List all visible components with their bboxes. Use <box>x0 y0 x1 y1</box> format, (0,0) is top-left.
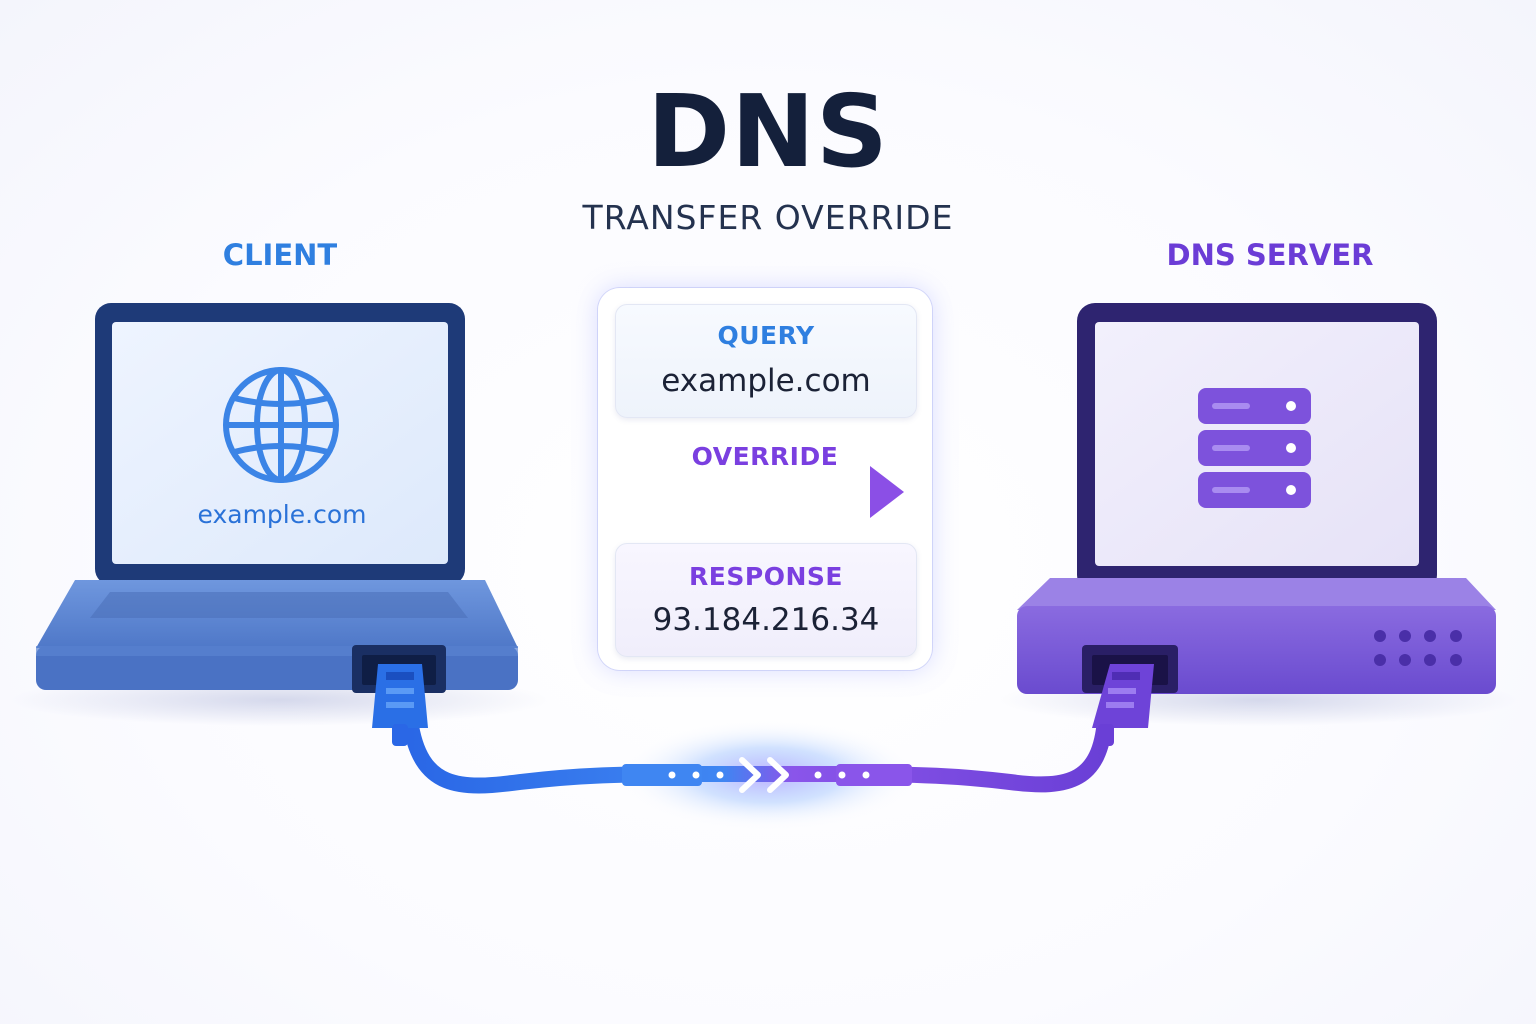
ethernet-plug-icon <box>372 664 428 746</box>
dns-server-label: DNS SERVER <box>1166 238 1374 272</box>
globe-icon <box>223 367 339 483</box>
cable-sleeve-left <box>622 764 702 786</box>
server-vent-dots <box>1374 630 1462 666</box>
response-value: 93.184.216.34 <box>652 602 880 638</box>
response-card: RESPONSE 93.184.216.34 <box>615 543 917 657</box>
override-label: OVERRIDE <box>691 442 839 471</box>
server-ethernet-plug-icon <box>1092 664 1154 746</box>
query-value: example.com <box>661 363 871 399</box>
page-subtitle: TRANSFER OVERRIDE <box>582 198 954 237</box>
client-laptop <box>36 303 518 693</box>
chevrons-icon <box>739 757 789 793</box>
page-title: DNS <box>647 73 889 190</box>
query-heading: QUERY <box>717 321 815 350</box>
response-heading: RESPONSE <box>689 562 843 591</box>
query-card: QUERY example.com <box>615 304 917 418</box>
client-screen-url: example.com <box>197 500 367 529</box>
client-label: CLIENT <box>222 238 338 272</box>
laptop-trackpad-area <box>90 592 468 618</box>
server-rack-icon <box>1198 388 1311 508</box>
server-chassis-top <box>1017 578 1496 610</box>
arrow-right-icon <box>630 466 904 518</box>
data-dots <box>668 771 870 779</box>
cable-sleeve-right <box>836 764 912 786</box>
network-cable <box>402 712 1113 830</box>
